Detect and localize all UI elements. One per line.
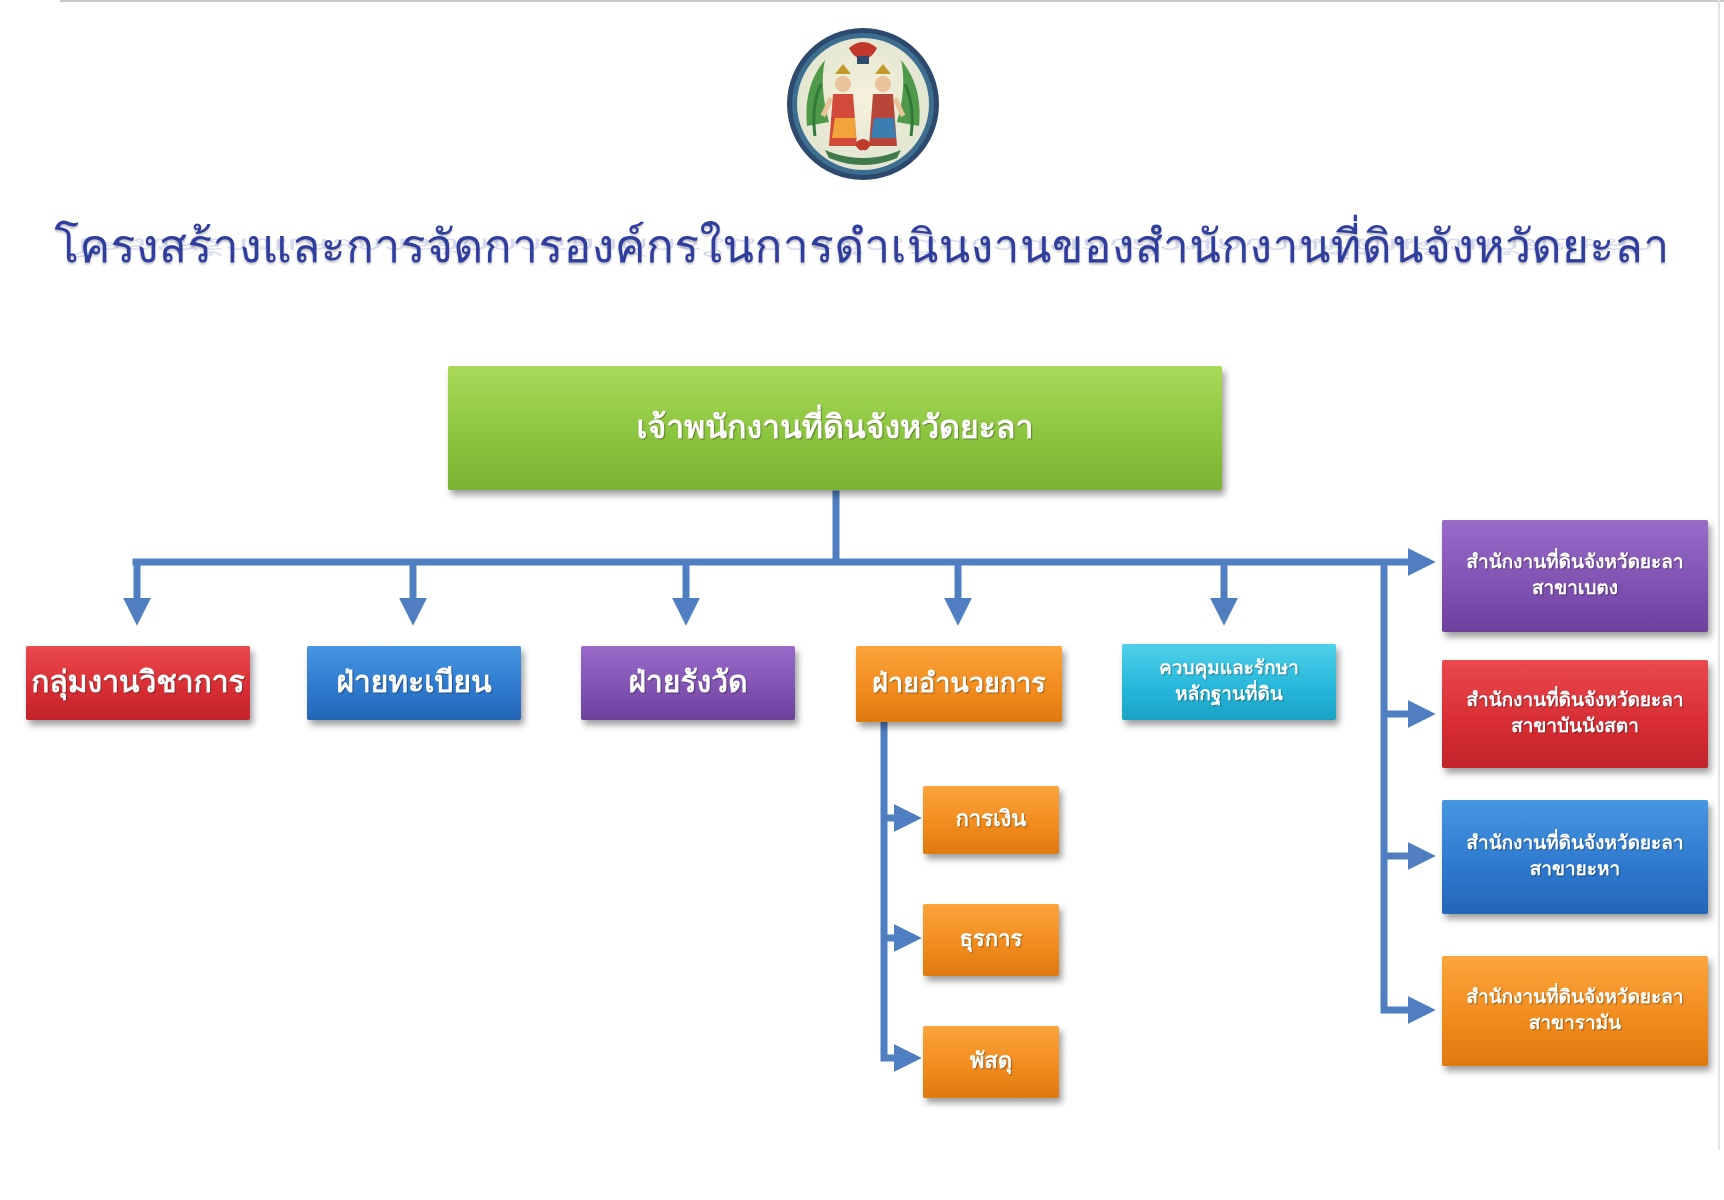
branch-yaha-box: สำนักงานที่ดินจังหวัดยะลา สาขายะหา (1442, 800, 1708, 914)
unit-general-affairs-box: ธุรการ (923, 904, 1059, 976)
dept-land-evidence-box: ควบคุมและรักษา หลักฐานที่ดิน (1122, 644, 1336, 720)
right-border-line (1718, 0, 1720, 1150)
dept-academic-box: กลุ่มงานวิชาการ (26, 646, 250, 720)
branch-betong-box: สำนักงานที่ดินจังหวัดยะลา สาขาเบตง (1442, 520, 1708, 632)
branch-bannangsata-box: สำนักงานที่ดินจังหวัดยะลา สาขาบันนังสตา (1442, 660, 1708, 768)
chart-title: โครงสร้างและการจัดการองค์กรในการดำเนินงา… (54, 219, 1670, 273)
dept-survey-box: ฝ่ายรังวัด (581, 646, 795, 720)
unit-supplies-box: พัสดุ (923, 1026, 1059, 1098)
dept-registration-box: ฝ่ายทะเบียน (307, 646, 521, 720)
unit-finance-box: การเงิน (923, 786, 1059, 854)
head-box: เจ้าพนักงานที่ดินจังหวัดยะลา (448, 366, 1222, 490)
dept-administration-box: ฝ่ายอำนวยการ (856, 646, 1062, 722)
provincial-seal-emblem (787, 28, 939, 180)
top-border-line (60, 0, 1724, 2)
branch-raman-box: สำนักงานที่ดินจังหวัดยะลา สาขารามัน (1442, 956, 1708, 1066)
